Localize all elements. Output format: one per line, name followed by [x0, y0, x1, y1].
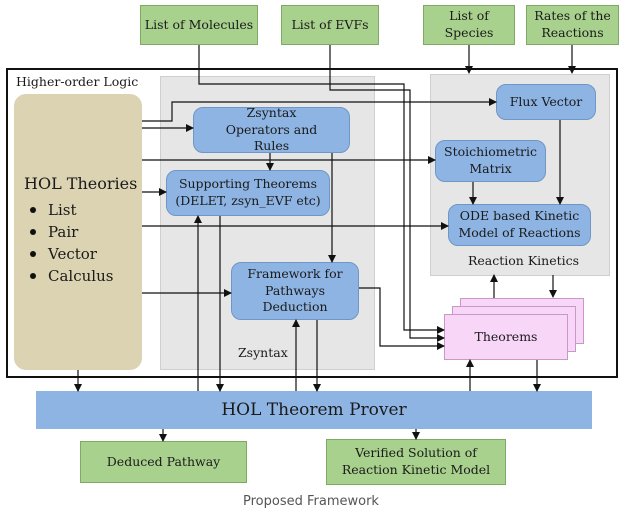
output-verified-solution: Verified Solution of Reaction Kinetic Mo… — [326, 439, 506, 485]
zsyntax-label: Zsyntax — [238, 345, 288, 360]
arrow-framework-theorems — [359, 287, 445, 350]
list-item: Pair — [30, 221, 142, 243]
input-list-of-molecules: List of Molecules — [140, 5, 258, 45]
flux-vector-box: Flux Vector — [496, 84, 596, 120]
supporting-theorems-box: Supporting Theorems (DELET, zsyn_EVF etc… — [166, 170, 330, 216]
hol-theories-title: HOL Theories — [24, 174, 138, 193]
list-item: List — [30, 199, 142, 221]
list-item: Vector — [30, 243, 142, 265]
bullet-icon — [30, 207, 36, 213]
theorems-box: Theorems — [444, 314, 568, 360]
reaction-kinetics-label: Reaction Kinetics — [468, 253, 580, 268]
arrow-molecules-theorems — [198, 45, 445, 334]
higher-order-logic-label: Higher-order Logic — [16, 74, 139, 89]
bullet-icon — [30, 273, 36, 279]
framework-pathways-box: Framework for Pathways Deduction — [231, 262, 359, 320]
bullet-icon — [30, 251, 36, 257]
zsyntax-operators-box: Zsyntax Operators and Rules — [193, 105, 350, 153]
stoichiometric-matrix-box: Stoichiometric Matrix — [435, 140, 546, 182]
hol-theories-list: List Pair Vector Calculus — [24, 199, 142, 287]
higher-order-logic-frame — [6, 68, 618, 378]
figure-caption: Proposed Framework — [243, 494, 379, 509]
hol-theorem-prover-box: HOL Theorem Prover — [36, 391, 592, 429]
hol-theories-box: HOL Theories List Pair Vector Calculus — [14, 94, 142, 370]
input-list-of-evfs: List of EVFs — [281, 5, 379, 45]
input-rates-of-reactions: Rates of the Reactions — [526, 5, 619, 45]
bullet-icon — [30, 229, 36, 235]
output-deduced-pathway: Deduced Pathway — [80, 441, 247, 483]
arrow-hol-flux — [142, 98, 497, 122]
arrow-evfs-theorems — [329, 45, 445, 342]
input-list-of-species: List of Species — [423, 5, 515, 45]
list-item: Calculus — [30, 265, 142, 287]
ode-kinetic-model-box: ODE based Kinetic Model of Reactions — [448, 204, 591, 246]
